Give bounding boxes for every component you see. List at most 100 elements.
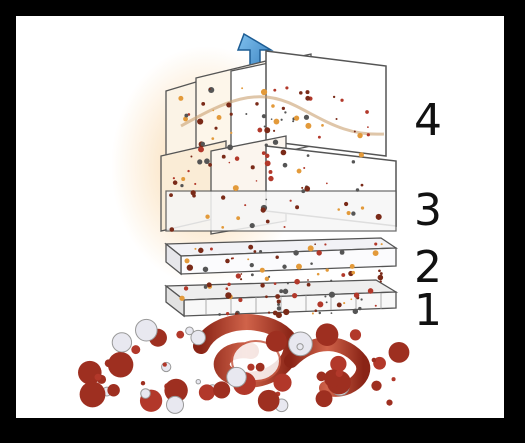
particle	[306, 282, 311, 287]
bubble	[140, 388, 151, 399]
particle	[330, 312, 333, 315]
particle	[186, 264, 194, 271]
particle	[201, 102, 206, 106]
particle	[248, 244, 254, 250]
particle	[181, 176, 186, 181]
red-blob	[265, 330, 287, 352]
particle	[238, 297, 243, 303]
particle	[351, 160, 356, 164]
particle	[227, 282, 231, 287]
particle	[352, 308, 359, 315]
particle	[325, 268, 329, 272]
particle	[295, 205, 300, 210]
red-blob	[78, 360, 102, 385]
red-blob	[255, 362, 265, 372]
stage-label-4: 4	[414, 95, 442, 146]
particle	[268, 175, 274, 182]
particle	[265, 219, 270, 224]
particle	[346, 210, 351, 216]
particle	[228, 161, 231, 164]
particle	[225, 287, 229, 290]
particle	[271, 104, 275, 108]
particle	[273, 282, 277, 286]
particle	[336, 302, 342, 308]
bubble	[165, 395, 185, 414]
particle	[225, 312, 230, 316]
particle	[187, 169, 190, 173]
particle	[299, 91, 303, 95]
particle	[296, 168, 302, 174]
red-blob	[131, 345, 141, 355]
particle	[264, 143, 268, 147]
particle	[230, 131, 233, 134]
particle	[318, 311, 322, 315]
red-blob	[391, 377, 396, 382]
particle	[198, 146, 204, 153]
particle	[339, 249, 345, 255]
particle	[241, 87, 244, 90]
particle	[325, 301, 328, 304]
red-blob	[315, 390, 333, 408]
particle	[205, 214, 210, 219]
particle	[316, 272, 320, 276]
particle	[194, 247, 197, 250]
red-blob	[371, 357, 377, 363]
particle	[267, 311, 271, 314]
particle	[295, 263, 302, 270]
particle	[317, 135, 321, 139]
particle	[301, 189, 306, 194]
particle	[264, 276, 270, 282]
particle	[360, 206, 365, 210]
particle	[355, 188, 360, 192]
particle	[253, 250, 257, 253]
stage-label-2: 2	[414, 242, 442, 293]
particle	[317, 301, 324, 308]
layer-1-tray	[164, 279, 399, 318]
particle	[343, 302, 346, 305]
particle	[225, 292, 232, 299]
bubble	[185, 326, 194, 336]
particle	[280, 149, 287, 156]
particle	[221, 154, 226, 159]
particle	[183, 116, 188, 122]
particle	[200, 141, 206, 147]
red-blob	[162, 362, 167, 367]
particle	[275, 294, 281, 299]
particle	[272, 139, 279, 145]
particle	[303, 114, 310, 120]
red-blob	[94, 373, 102, 381]
stage-label-3: 3	[414, 185, 442, 236]
particle	[264, 127, 271, 134]
particle	[227, 144, 233, 151]
particle	[230, 257, 233, 260]
particle	[247, 258, 250, 261]
particle	[234, 156, 240, 161]
particle	[307, 279, 309, 281]
particle	[367, 126, 369, 129]
particle	[202, 266, 209, 273]
particle	[190, 155, 193, 158]
particle	[282, 162, 288, 168]
particle	[330, 279, 333, 282]
red-blob	[335, 369, 343, 378]
red-blob	[247, 363, 255, 371]
red-blob	[107, 384, 120, 397]
particle	[293, 250, 299, 256]
red-blob	[386, 399, 393, 406]
particle	[218, 313, 221, 316]
red-blob	[388, 341, 410, 363]
particle	[212, 109, 215, 112]
particle	[216, 115, 222, 120]
red-blob	[349, 329, 362, 341]
particle	[249, 262, 254, 268]
particle	[263, 125, 266, 128]
particle	[276, 306, 282, 311]
bubble	[195, 378, 201, 385]
particle	[378, 269, 381, 273]
particle	[208, 162, 212, 167]
red-blob	[109, 352, 132, 375]
particle	[273, 118, 280, 125]
particle	[349, 263, 355, 269]
particle	[372, 250, 379, 257]
